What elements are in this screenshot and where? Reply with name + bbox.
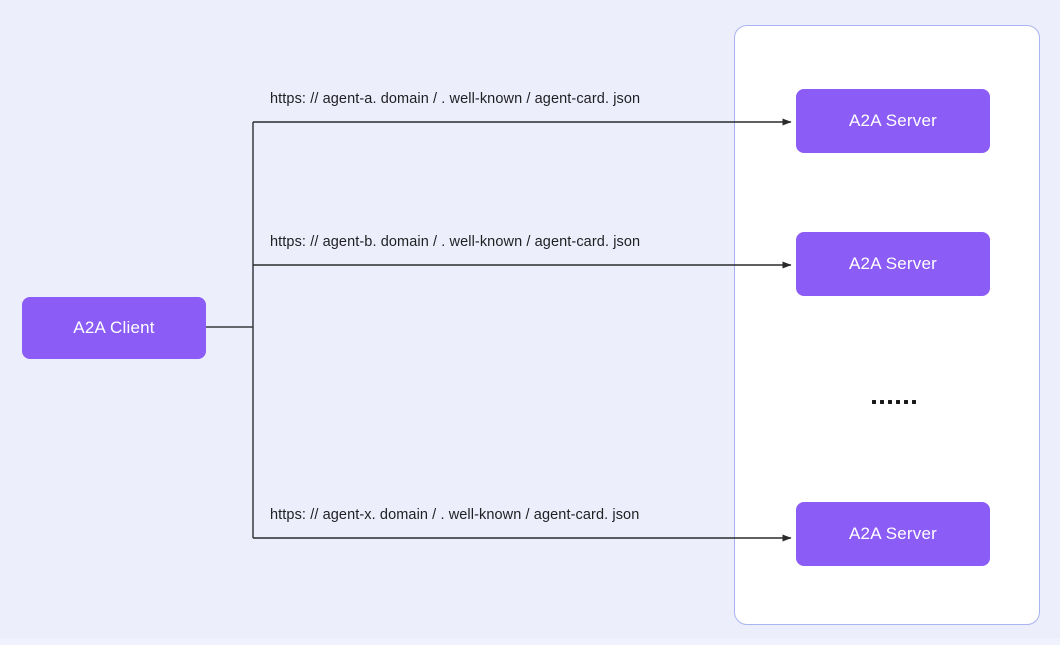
ellipsis-indicator xyxy=(872,400,916,404)
a2a-server-node-1[interactable]: A2A Server xyxy=(796,89,990,153)
ellipsis-dot xyxy=(872,400,876,404)
edge-label-agent-b: https: // agent-b. domain / . well-known… xyxy=(270,234,641,250)
bottom-strip xyxy=(0,638,1060,645)
edge-label-agent-x: https: // agent-x. domain / . well-known… xyxy=(270,507,640,523)
edge-label-agent-a: https: // agent-a. domain / . well-known… xyxy=(270,91,641,107)
a2a-server-label-1: A2A Server xyxy=(849,110,937,130)
a2a-server-node-2[interactable]: A2A Server xyxy=(796,232,990,296)
ellipsis-dot xyxy=(904,400,908,404)
ellipsis-dot xyxy=(896,400,900,404)
ellipsis-dot xyxy=(880,400,884,404)
a2a-server-label-2: A2A Server xyxy=(849,253,937,273)
a2a-server-label-3: A2A Server xyxy=(849,523,937,543)
a2a-server-node-3[interactable]: A2A Server xyxy=(796,502,990,566)
ellipsis-dot xyxy=(912,400,916,404)
ellipsis-dot xyxy=(888,400,892,404)
a2a-client-label: A2A Client xyxy=(73,317,155,337)
a2a-client-node[interactable]: A2A Client xyxy=(22,297,206,359)
